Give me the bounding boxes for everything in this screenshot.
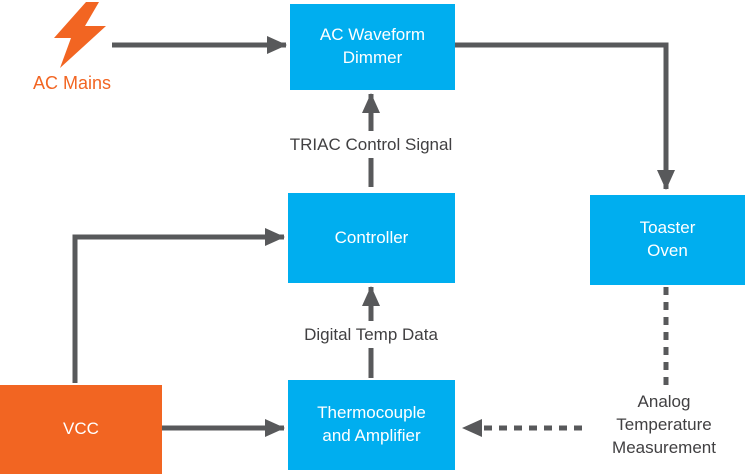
edge-label-digital-temp-data: Digital Temp Data: [245, 321, 497, 348]
node-thermocouple-and-amplifier: Thermocouple and Amplifier: [288, 380, 455, 470]
edge-label-triac-control-signal: TRIAC Control Signal: [245, 131, 497, 158]
arrow-dimmer-to-toaster-oven: [455, 42, 675, 190]
node-label: and Amplifier: [322, 426, 421, 445]
arrow-vcc-to-controller: [72, 228, 285, 383]
node-toaster-oven: Toaster Oven: [590, 195, 745, 285]
node-ac-waveform-dimmer: AC Waveform Dimmer: [290, 4, 455, 90]
ac-mains-label: AC Mains: [32, 73, 112, 93]
lightning-bolt-icon: [54, 2, 106, 68]
node-vcc: VCC: [0, 385, 162, 474]
edge-label-line: Temperature: [616, 415, 712, 434]
node-label: Thermocouple: [317, 403, 426, 423]
node-label: Dimmer: [342, 48, 403, 67]
edge-label-line: Measurement: [612, 438, 716, 457]
edge-label-line: Analog: [637, 392, 691, 411]
node-label: Controller: [334, 227, 409, 247]
edge-label-analog-temperature-measurement: Analog Temperature Measurement: [588, 390, 740, 459]
node-controller: Controller: [288, 193, 455, 283]
node-label: VCC: [63, 419, 99, 439]
node-label: AC Waveform: [319, 25, 426, 45]
node-label: Toaster: [639, 218, 696, 238]
node-label: Oven: [647, 241, 688, 260]
